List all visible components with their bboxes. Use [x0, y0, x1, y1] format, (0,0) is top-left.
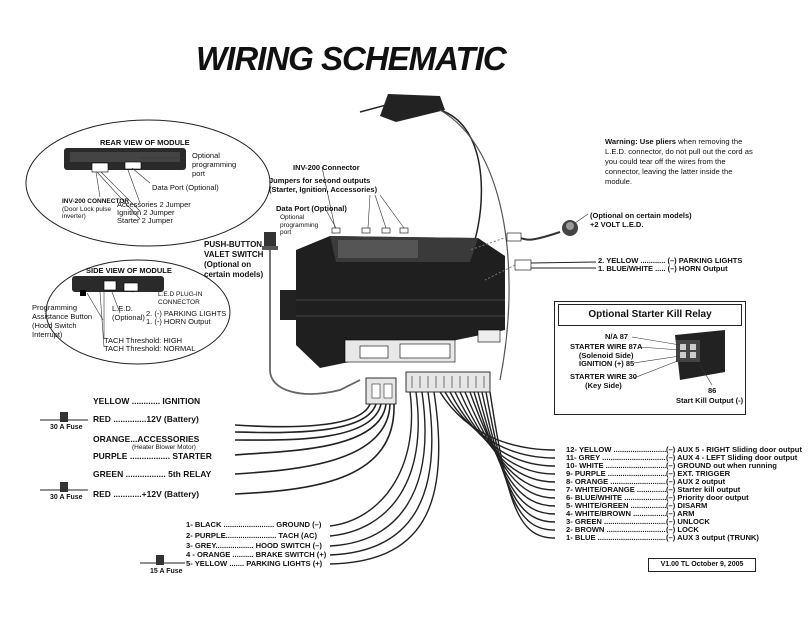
rear-opt-port-label: Optional programming port — [192, 151, 237, 178]
fuse-15a — [140, 555, 185, 565]
led-image — [469, 220, 578, 251]
right-output-horn: 1. BLUE/WHITE ..... (–) HORN Output — [598, 264, 728, 273]
bottom-wire-2: 2- PURPLE........................ TACH (… — [186, 531, 318, 540]
right-wire-4: 4- WHITE/BROWN .......................(–… — [566, 509, 695, 518]
right-wire-2: 2- BROWN ...............................… — [566, 525, 699, 534]
side-view-ellipse — [45, 259, 231, 365]
left-wire-red: RED ..............12V (Battery) — [93, 414, 199, 424]
side-led-label: L.E.D. (Optional) — [112, 304, 145, 322]
fuse-30a-bottom — [40, 482, 88, 492]
data-port-label: Data Port (Optional) — [276, 204, 347, 213]
relay-image — [675, 330, 725, 380]
bottom-wire-1: 1- BLACK ........................ GROUND… — [186, 520, 322, 529]
right-output-parking: 2. YELLOW ............ (–) PARKING LIGHT… — [598, 256, 743, 265]
center-opt-port-label: Optional programming port — [280, 214, 319, 236]
main-module-image — [280, 236, 505, 368]
side-module-image — [72, 276, 164, 296]
rear-view-ellipse — [25, 119, 271, 247]
inv200-connector-label: INV-200 Connector — [293, 163, 360, 172]
relay-ign85: IGNITION (+) 85 — [579, 359, 635, 368]
bottom-wire-3: 3- GREY.................. HOOD SWITCH (–… — [186, 541, 322, 550]
left-wire-red-battery: RED ............+12V (Battery) — [93, 489, 200, 499]
right-wire-10: 10- WHITE ..............................… — [566, 461, 777, 470]
rear-ign2-label: Ignition 2 Jumper — [117, 208, 175, 217]
right-wire-12: 12- YELLOW .........................(–) … — [566, 445, 802, 454]
bottom-wire-4: 4 - ORANGE .......... BRAKE SWITCH (+) — [186, 550, 327, 559]
side-tach-high-label: TACH Threshold: HIGH — [104, 336, 183, 345]
rear-starter2-label: Starter 2 Jumper — [117, 216, 173, 225]
bottom-wire-lines — [329, 391, 440, 565]
side-horn-label: 1. (-) HORN Output — [146, 317, 211, 326]
relay-sw30: STARTER WIRE 30 (Key Side) — [570, 372, 637, 390]
left-wire-purple: PURPLE ................. STARTER — [93, 451, 212, 461]
right-wire-lines — [439, 391, 556, 539]
push-button-image — [262, 232, 361, 395]
right-wire-1: 1- BLUE ................................… — [566, 533, 759, 542]
right-wire-6: 6- BLUE/WHITE .........................(… — [566, 493, 749, 502]
warning-note: Warning: Use pliers when removing the L.… — [605, 137, 753, 186]
rear-view-title: REAR VIEW OF MODULE — [100, 138, 190, 147]
relay-sw87a: STARTER WIRE 87A (Solenoid Side) — [570, 342, 643, 360]
left-wire-lines — [234, 403, 395, 495]
side-view-title: SIDE VIEW OF MODULE — [86, 266, 172, 275]
left-wire-green: GREEN ................. 5th RELAY — [93, 469, 212, 479]
fuse-label-3: 15 A Fuse — [150, 568, 183, 575]
right-wire-3: 3- GREEN ...............................… — [566, 517, 710, 526]
page-title: WIRING SCHEMATIC — [196, 40, 507, 77]
jumpers-label: Jumpers for second outputs (Starter, Ign… — [269, 176, 378, 194]
relay-na87: N/A 87 — [605, 332, 629, 341]
relay-kill-output: Start Kill Output (-) — [676, 396, 744, 405]
side-parking-label: 2. (-) PARKING LIGHTS — [146, 309, 227, 318]
rear-acc2-label: Accessories 2 Jumper — [117, 200, 191, 209]
rear-inv200-label: INV-200 CONNECTOR (Door Lock pulse inver… — [62, 198, 130, 220]
right-output-connector — [484, 259, 597, 281]
relay-leaders — [631, 336, 713, 386]
fuse-30a-top — [40, 412, 88, 422]
push-button-valet-label: PUSH-BUTTON VALET SWITCH (Optional on ce… — [204, 240, 264, 279]
left-wire-orange: ORANGE...ACCESSORIES — [93, 434, 200, 444]
bottom-wire-5: 5- YELLOW ....... PARKING LIGHTS (+) — [186, 559, 323, 568]
relay-title: Optional Starter Kill Relay — [558, 304, 742, 326]
rear-module-image — [64, 148, 186, 173]
relay-86: 86 — [708, 386, 717, 395]
side-tach-normal-label: TACH Threshold: NORMAL — [104, 344, 196, 353]
relay-box — [554, 301, 746, 415]
right-wire-8: 8- ORANGE ..............................… — [566, 477, 726, 486]
version-label: V1.00 TL October 9, 2005 — [648, 558, 756, 572]
led-optional-label: (Optional on certain models) +2 VOLT L.E… — [590, 211, 692, 229]
rear-data-port-label: Data Port (Optional) — [152, 183, 219, 192]
fuse-label-1: 30 A Fuse — [50, 424, 83, 431]
jumper-markers — [331, 227, 409, 234]
right-wire-9: 9- PURPLE ..............................… — [566, 469, 731, 478]
side-led-plug-label: L.E.D PLUG-IN CONNECTOR — [158, 291, 203, 306]
right-wire-11: 11- GREY ...............................… — [566, 453, 798, 462]
side-prog-button-label: Programming Assistance Button (Hood Swit… — [32, 303, 93, 339]
fuse-label-2: 30 A Fuse — [50, 494, 83, 501]
harness-connectors — [365, 371, 491, 405]
heater-note: (Heater Blower Motor) — [132, 444, 196, 451]
right-wire-7: 7- WHITE/ORANGE ..................(–) St… — [566, 485, 741, 494]
leader-lines — [86, 157, 589, 348]
left-wire-yellow: YELLOW ............ IGNITION — [93, 396, 201, 406]
right-wire-5: 5- WHITE/GREEN ......................(–)… — [566, 501, 708, 510]
